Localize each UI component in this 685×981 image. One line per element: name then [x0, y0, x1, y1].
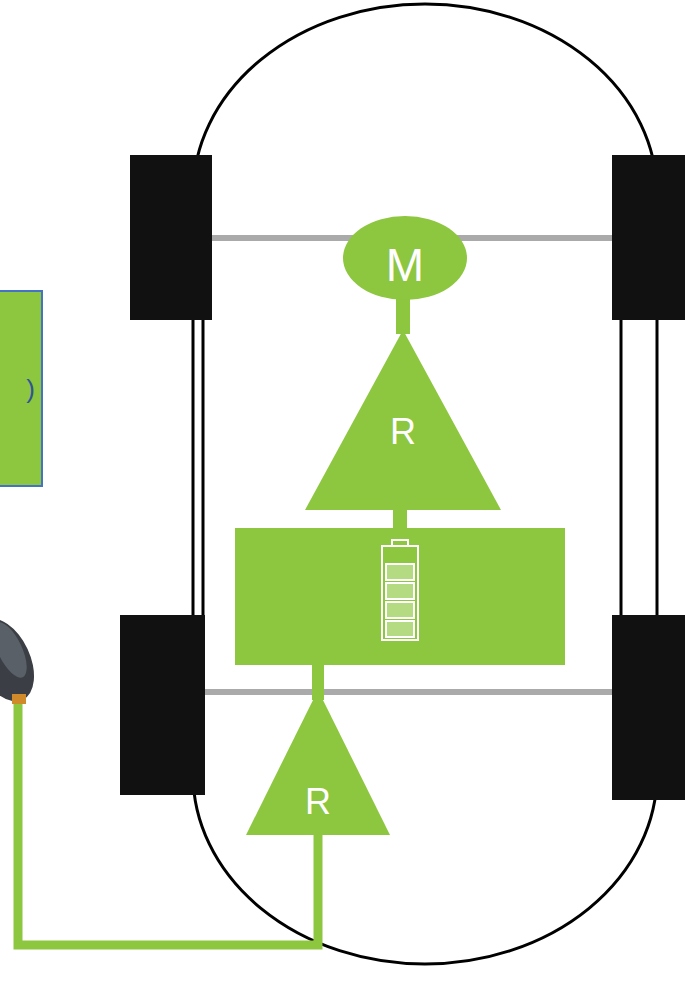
car-body-outline: [193, 4, 657, 964]
battery-case: [382, 546, 418, 640]
plug-handle: [0, 609, 46, 711]
node-label: ): [0, 376, 41, 402]
triangle-fill: [246, 690, 390, 835]
regulator-triangle: R: [246, 690, 390, 835]
battery-cell: [386, 564, 414, 580]
ellipse-fill: [343, 216, 467, 300]
plug-grip: [0, 618, 34, 683]
charging-plug: [0, 609, 46, 711]
battery-icon: [382, 540, 418, 640]
wheel: [612, 155, 685, 320]
chassis-side: [202, 310, 205, 625]
node-label: R: [305, 414, 501, 450]
triangle-fill: [305, 330, 501, 510]
battery-pack: [235, 528, 565, 665]
wheel: [612, 615, 685, 800]
node-label: R: [246, 784, 390, 820]
wheel: [130, 155, 212, 320]
plug-tip: [12, 694, 26, 704]
battery-cell: [386, 621, 414, 637]
chassis-side: [620, 310, 623, 625]
wheel: [120, 615, 205, 795]
motor-ellipse: M: [343, 216, 467, 300]
power-connector: [396, 296, 410, 334]
regulator-triangle: R: [305, 330, 501, 510]
battery-cell: [386, 602, 414, 618]
node-label: M: [343, 242, 467, 288]
display-box: ): [0, 290, 43, 487]
rear-axle: [205, 689, 614, 695]
battery-cell: [386, 583, 414, 599]
